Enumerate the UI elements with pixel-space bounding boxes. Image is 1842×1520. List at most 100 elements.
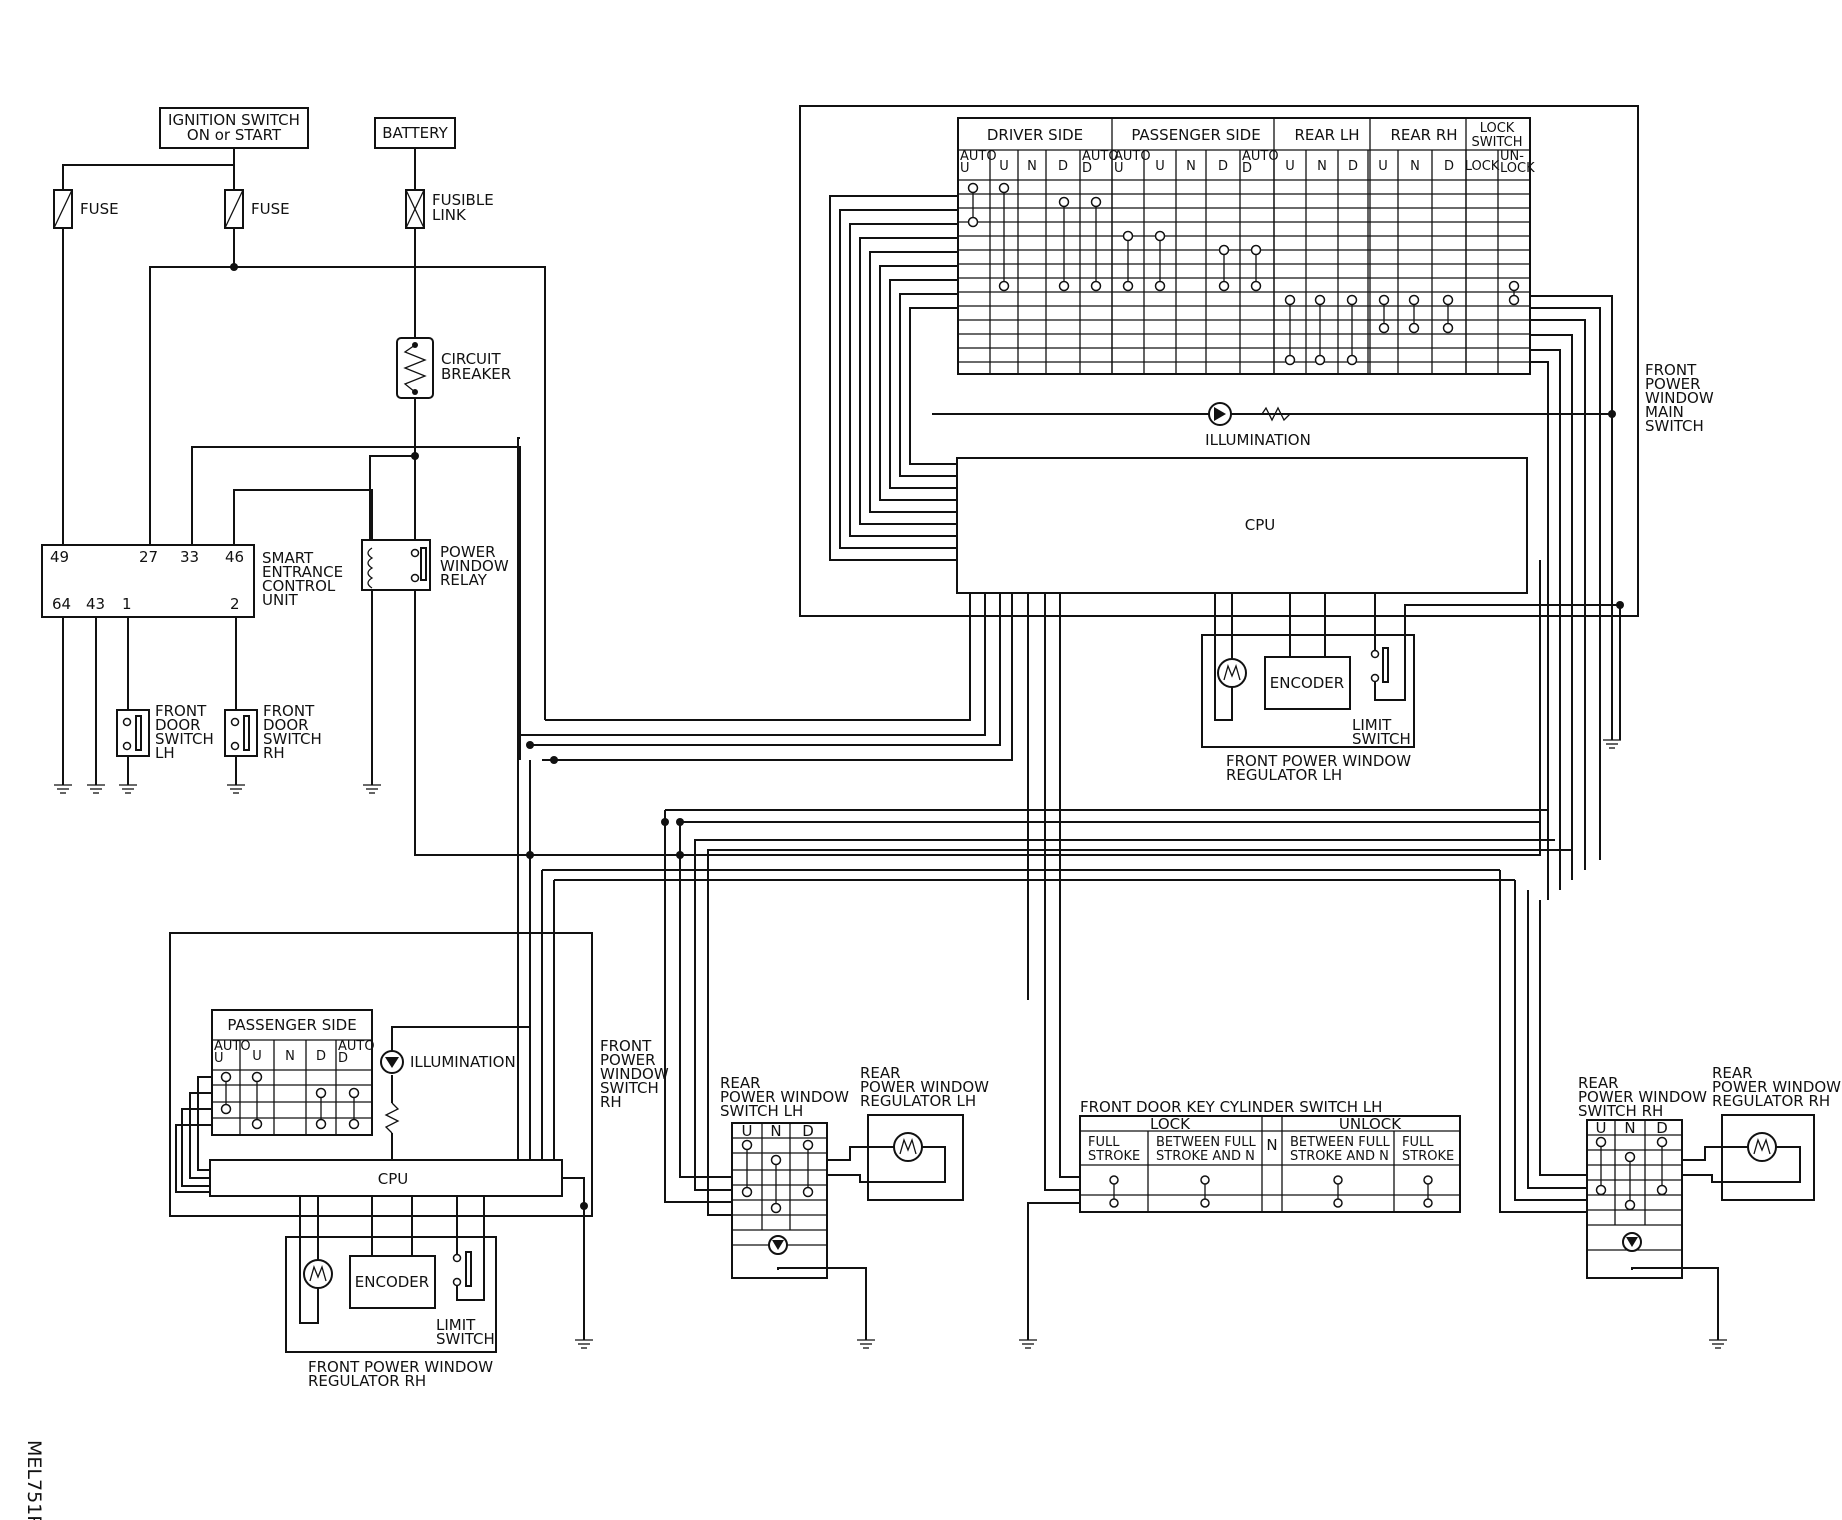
relay-label-2: WINDOW (440, 557, 509, 575)
column-label: U (960, 161, 970, 176)
contact-point (1346, 354, 1358, 366)
smart-unit-label-1: SMART (262, 549, 314, 567)
battery-label: BATTERY (382, 124, 448, 142)
column-label: U (999, 159, 1009, 174)
contact-point (1408, 294, 1420, 306)
column-label: D (338, 1051, 348, 1066)
column-label: U (214, 1051, 224, 1066)
rear-rh-col-n: N (1624, 1119, 1635, 1137)
group-lock-switch-1: LOCK (1480, 121, 1515, 136)
column-label: D (316, 1049, 326, 1064)
column-label: N (1186, 159, 1196, 174)
key-cylinder-unlock-between-2: STROKE AND N (1290, 1149, 1389, 1164)
circuit-breaker-label-2: BREAKER (441, 365, 511, 383)
contact-point (802, 1186, 814, 1198)
contact-point (220, 1071, 232, 1083)
group-rear-rh: REAR RH (1390, 126, 1457, 144)
contact-point (1058, 280, 1070, 292)
regulator-lh-limit-2: SWITCH (1352, 730, 1411, 748)
rear-rh-contacts (1595, 1136, 1668, 1211)
main-cpu-label: CPU (1245, 516, 1276, 534)
door-switch-rh-label-3: SWITCH (263, 730, 322, 748)
harness-wires (415, 593, 1548, 1000)
key-cylinder-unlock-between-1: BETWEEN FULL (1290, 1135, 1390, 1150)
key-cylinder-n: N (1266, 1136, 1277, 1154)
passenger-switch-module: FRONT POWER WINDOW SWITCH RH PASSENGER S… (169, 437, 669, 1340)
contact-point (1218, 280, 1230, 292)
contact-point (315, 1087, 327, 1099)
ignition-label-2: ON or START (187, 126, 282, 144)
column-label: N (1410, 159, 1420, 174)
column-label: N (1317, 159, 1327, 174)
left-wire (889, 279, 958, 489)
column-label: AUTO (1242, 149, 1279, 164)
rear-regulator-lh-label-2: POWER WINDOW (860, 1078, 989, 1096)
passenger-group-label: PASSENGER SIDE (227, 1016, 356, 1034)
passenger-switch-label-5: RH (600, 1093, 622, 1111)
column-label: D (1242, 161, 1252, 176)
contact-point (1624, 1199, 1636, 1211)
rear-regulator-rh-box (1721, 1114, 1815, 1201)
rear-regulator-rh-motor-icon (1747, 1132, 1777, 1162)
contact-point (348, 1118, 360, 1130)
column-label: N (1027, 159, 1037, 174)
passenger-switch-outline (169, 932, 593, 1217)
smart-unit-box (41, 544, 255, 618)
contact-point (1218, 244, 1230, 256)
contact-point (770, 1202, 782, 1214)
rear-regulator-lh-motor-icon (893, 1132, 923, 1162)
main-switch-label-1: FRONT (1645, 361, 1697, 379)
contact-point (348, 1087, 360, 1099)
left-wire (879, 265, 958, 501)
contact-point (1284, 354, 1296, 366)
rear-regulator-lh-box (867, 1114, 964, 1201)
fusible-link-label-2: LINK (432, 206, 467, 224)
contact-point (1284, 294, 1296, 306)
smart-pin-43: 43 (86, 595, 105, 613)
power-supply: IGNITION SWITCH ON or START BATTERY FUSE… (53, 107, 546, 720)
key-cylinder-lock-full-1: FULL (1088, 1135, 1120, 1150)
column-label: AUTO (1082, 149, 1119, 164)
front-power-window-regulator-rh: ENCODER LIMIT SWITCH FRONT POWER WINDOW … (285, 1196, 497, 1390)
smart-pin-1: 1 (122, 595, 132, 613)
group-passenger-side: PASSENGER SIDE (1131, 126, 1260, 144)
rear-power-window-regulator-rh: REAR POWER WINDOW REGULATOR RH (1682, 1064, 1841, 1201)
rear-regulator-lh-label-1: REAR (860, 1064, 901, 1082)
column-label: AUTO (338, 1039, 375, 1054)
smart-entrance-control-unit: 49 27 33 46 64 43 1 2 SMART ENTRANCE CON… (41, 446, 521, 785)
key-cylinder-title: FRONT DOOR KEY CYLINDER SWITCH LH (1080, 1098, 1382, 1116)
contact-point (1656, 1136, 1668, 1148)
contact-point (998, 182, 1010, 194)
column-label: U (1114, 161, 1124, 176)
door-switch-lh-label-1: FRONT (155, 702, 207, 720)
passenger-cpu-box (209, 1159, 563, 1197)
column-label: D (1348, 159, 1358, 174)
passenger-illumination-label: ILLUMINATION (410, 1053, 516, 1071)
smart-unit-label-4: UNIT (262, 591, 299, 609)
contact-point (220, 1103, 232, 1115)
regulator-rh-encoder-box (349, 1255, 436, 1309)
contact-point (315, 1118, 327, 1130)
battery-box (374, 117, 456, 149)
smart-pin-46: 46 (225, 548, 244, 566)
contact-point (1090, 196, 1102, 208)
rear-lh-col-u: U (742, 1122, 753, 1140)
main-switch-left-wires (829, 195, 958, 561)
passenger-switch-cols (211, 1040, 373, 1135)
smart-pin-27: 27 (139, 548, 158, 566)
column-label: AUTO (960, 149, 997, 164)
contact-point (967, 216, 979, 228)
column-label: UN- (1500, 149, 1524, 164)
main-switch-module: FRONT POWER WINDOW MAIN SWITCH DRIVER SI… (799, 105, 1714, 900)
regulator-rh-limit-1: LIMIT (436, 1316, 476, 1334)
contact-point (1595, 1136, 1607, 1148)
column-label: AUTO (214, 1039, 251, 1054)
regulator-lh-outline (1201, 634, 1415, 748)
column-label: D (1218, 159, 1228, 174)
contact-point (1408, 322, 1420, 334)
main-switch-outline (799, 105, 1639, 617)
door-switch-rh-box (224, 709, 258, 757)
column-label: D (1444, 159, 1454, 174)
rear-rh-col-d: D (1656, 1119, 1668, 1137)
